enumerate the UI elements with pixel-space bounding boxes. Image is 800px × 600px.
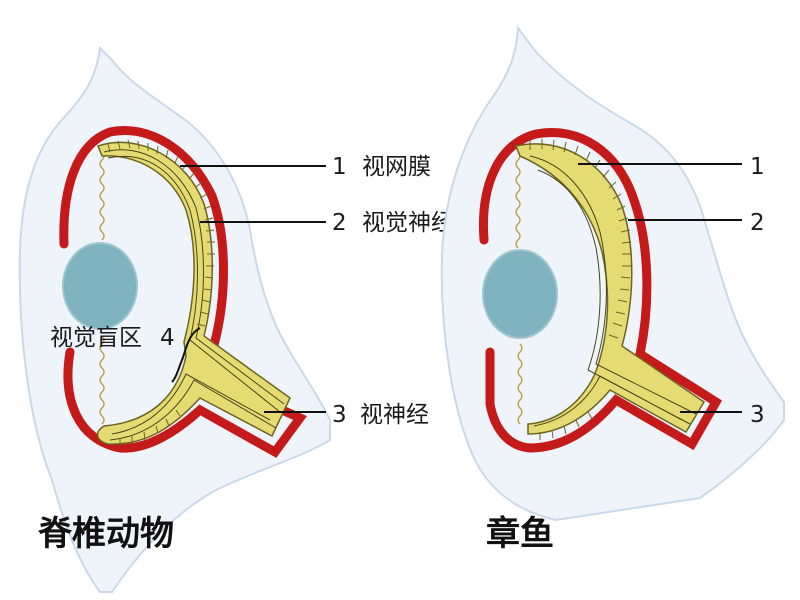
vertebrate-receptor-hatch [107, 139, 215, 446]
octopus-lower-coil [517, 343, 523, 425]
vertebrate-label-3-text: 视神经 [360, 402, 429, 428]
vertebrate-fibers [103, 149, 285, 441]
octopus-sclera [478, 128, 723, 453]
octopus-upper-coil [515, 151, 521, 249]
vertebrate-label-1-num: 1 [332, 154, 347, 180]
octopus-caption: 章鱼 [486, 514, 554, 554]
vertebrate-eye [18, 45, 331, 593]
vertebrate-label-4-num: 4 [160, 325, 175, 351]
vertebrate-leaders [180, 165, 326, 413]
octopus-label-3-num: 3 [750, 402, 765, 428]
vertebrate-retina [96, 141, 291, 445]
vertebrate-caption: 脊椎动物 [38, 514, 174, 554]
octopus-fibers [529, 155, 697, 427]
octopus-label-1-num: 1 [750, 154, 765, 180]
vertebrate-blind-spot-label: 视觉盲区 [50, 325, 142, 351]
vertebrate-sclera-lower [63, 347, 307, 458]
vertebrate-sclera [59, 126, 228, 350]
vertebrate-label-1-text: 视网膜 [362, 154, 431, 180]
vertebrate-label-2-num: 2 [332, 210, 347, 236]
octopus-retina [514, 143, 706, 435]
vertebrate-label-3-num: 3 [332, 402, 347, 428]
vertebrate-blind-spot-bracket [171, 327, 201, 383]
octopus-label-2-num: 2 [750, 210, 765, 236]
octopus-eye [440, 25, 785, 522]
octopus-lens [482, 249, 558, 339]
vertebrate-lens [62, 242, 138, 330]
vertebrate-upper-coil [99, 151, 105, 241]
vertebrate-eye-body [18, 45, 331, 593]
octopus-leaders [578, 163, 742, 413]
vertebrate-lower-coil [99, 335, 105, 425]
